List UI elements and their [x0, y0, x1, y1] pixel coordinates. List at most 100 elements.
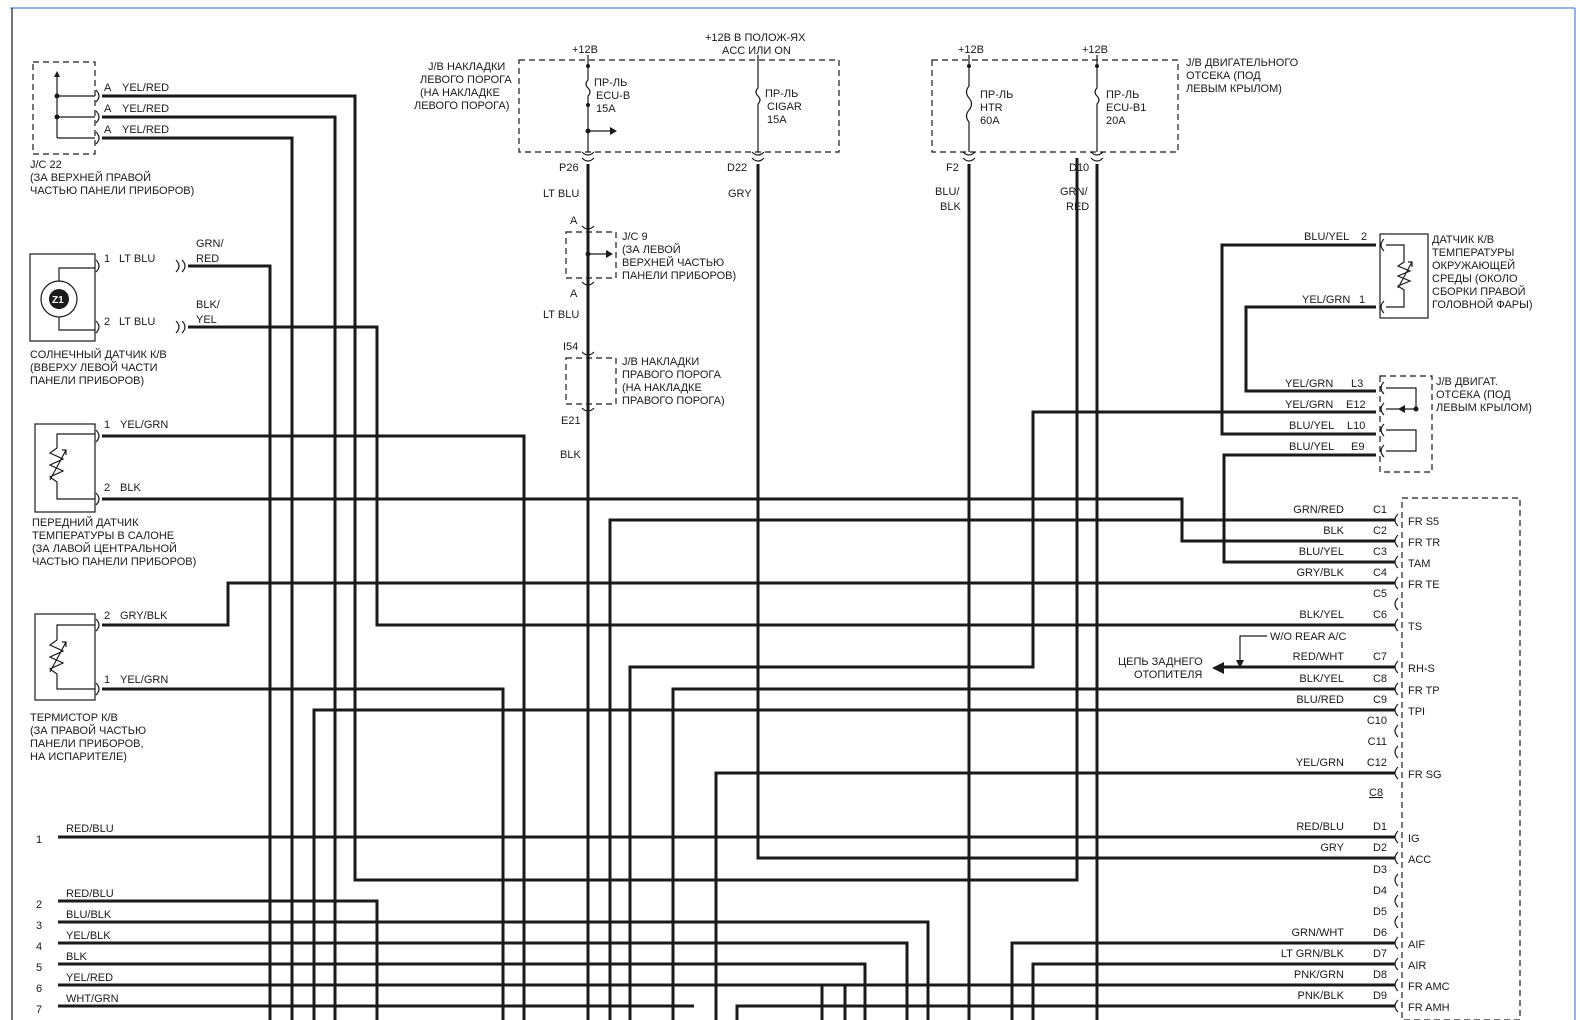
ecu-pin-wire-color: GRY/BLK	[1297, 567, 1345, 579]
branch-arrow-icon	[1236, 660, 1244, 668]
jb-left-desc-1: ЛЕВОГО ПОРОГА	[420, 74, 512, 86]
ecu-pin-wire-color: RED/BLU	[1296, 821, 1344, 833]
harness-pin-4: 4	[36, 941, 42, 953]
ecu-pin-number: D3	[1373, 864, 1387, 876]
evap-desc-2: ПАНЕЛИ ПРИБОРОВ,	[30, 738, 144, 750]
rear-heater-arrow-icon	[1212, 662, 1224, 674]
evap-thermistor-leads	[56, 624, 95, 690]
jbe2-title: J/B ДВИГАТ.	[1436, 376, 1498, 388]
wire-harness-4	[58, 941, 909, 1020]
wo-rear-ac: W/O REAR A/C	[1270, 631, 1346, 643]
jbe2-wire-2: YEL/GRN	[1285, 399, 1333, 411]
ambient-desc-5: ГОЛОВНОЙ ФАРЫ)	[1432, 298, 1533, 311]
fuse-htr-name: HTR	[980, 102, 1003, 114]
wire-harness-6	[58, 983, 847, 1020]
ecu-pin-wire-color: BLK/YEL	[1299, 673, 1344, 685]
fuse-cigar-rating: 15A	[767, 114, 787, 126]
ecu-pin-terminal	[1394, 957, 1399, 971]
fuse-ecub-title: ПР-ЛЬ	[594, 77, 627, 89]
ecu-pin-wire-color: BLK/YEL	[1299, 609, 1344, 621]
ambient-desc-4: СБОРКИ ПРАВОЙ	[1432, 285, 1526, 298]
jb-right-desc-2: (НА НАКЛАДКЕ	[622, 382, 702, 394]
ecu-pin-wire-color: PNK/GRN	[1294, 969, 1344, 981]
harness-wire-5: BLK	[66, 951, 87, 963]
ecu-pin-terminal	[1394, 703, 1399, 717]
fuse-cigar-name: CIGAR	[767, 101, 802, 113]
ecu-pin-number: C11	[1368, 736, 1387, 748]
harness-wire-3: BLU/BLK	[66, 909, 112, 921]
rear-heater-title: ЦЕПЬ ЗАДНЕГО	[1118, 656, 1203, 668]
solar-desc-2: ПАНЕЛИ ПРИБОРОВ)	[30, 375, 144, 387]
fuse-ecub1-rating: 20A	[1106, 115, 1126, 127]
jc22-bus	[56, 75, 95, 139]
solar-sensor-symbol: Z1	[52, 295, 64, 306]
wire-solar-2	[188, 325, 1395, 627]
jc9-arrow-icon	[606, 250, 613, 258]
node	[1413, 406, 1419, 412]
solar-sensor-core	[49, 289, 69, 309]
jb-engine-terminals	[962, 151, 1104, 162]
ambient-desc-1: ТЕМПЕРАТУРЫ	[1432, 247, 1514, 259]
room-title: ПЕРЕДНИЙ ДАТЧИК	[32, 516, 139, 529]
ecu-pin-function: AIR	[1408, 960, 1426, 972]
solar-wire-2: LT BLU	[119, 316, 155, 328]
ecu-pin-terminal	[1394, 915, 1399, 929]
ecu-pin-number: D1	[1373, 821, 1387, 833]
ecu-pin-terminal	[1394, 724, 1399, 738]
jc9-pin-a2: A	[570, 288, 578, 300]
room-wire-2: BLK	[120, 482, 141, 494]
ecu-pin-wire-color: GRY	[1320, 842, 1344, 854]
ecu-pin-wire-color: YEL/GRN	[1296, 757, 1344, 769]
harness-pin-6: 6	[36, 983, 42, 995]
ambient-desc-2: ОКРУЖАЮЩЕЙ	[1432, 259, 1515, 272]
wire-ltgrnblk-d7	[1031, 962, 1395, 1020]
solar-color-2b: YEL	[196, 314, 217, 326]
power-acc-label-1: +12В В ПОЛОЖ-ЯХ	[705, 32, 806, 44]
room-sensor-thermistor-icon	[48, 440, 67, 494]
ecu-pin-number: D6	[1373, 927, 1387, 939]
jc9-title: J/C 9	[622, 231, 648, 243]
room-pin-1: 1	[104, 419, 110, 431]
ecu-pin-terminal	[1394, 936, 1399, 950]
ambient-thermistor-icon	[1396, 250, 1413, 302]
jc22-node	[54, 93, 60, 99]
jbe2-desc-1: ОТСЕКА (ПОД	[1436, 389, 1511, 401]
ambient-terminals	[1380, 238, 1385, 314]
jc9-box	[565, 231, 617, 279]
room-desc-2: (ЗА ЛАВОЙ ЦЕНТРАЛЬНОЙ	[32, 542, 177, 555]
wire-solar-1	[188, 264, 272, 1020]
ecu-pin-number: C9	[1373, 694, 1387, 706]
harness-wire-6: YEL/RED	[66, 972, 113, 984]
wire-ltblu-2: LT BLU	[543, 309, 579, 321]
evap-desc-1: (ЗА ПРАВОЙ ЧАСТЬЮ	[30, 724, 146, 737]
room-wire-1: YEL/GRN	[120, 419, 168, 431]
room-sensor-leads	[56, 433, 95, 500]
evap-wire-1: YEL/GRN	[120, 674, 168, 686]
node	[585, 128, 591, 134]
wire-ltblu-1: LT BLU	[543, 188, 579, 200]
room-sensor-terminals	[95, 429, 100, 506]
fuse-htr-rating: 60A	[980, 115, 1000, 127]
solar-wire-1: LT BLU	[119, 253, 155, 265]
evap-thermistor-box	[34, 613, 96, 701]
wire-harness-5	[58, 962, 867, 1020]
room-desc-3: ЧАСТЬЮ ПАНЕЛИ ПРИБОРОВ)	[32, 556, 196, 568]
ecu-pin-terminal	[1394, 534, 1399, 548]
ecu-pin-wire-color: BLU/YEL	[1299, 546, 1344, 558]
jb-engine-fuses	[965, 55, 1100, 152]
fuse-ecub1-name: ECU-B1	[1106, 102, 1146, 114]
ecu-pin-wire-color: LT GRN/BLK	[1281, 948, 1345, 960]
wire-bluyel-e9	[1222, 453, 1395, 564]
ecu-pin-terminal	[1394, 830, 1399, 844]
jc22-desc-1: (ЗА ВЕРХНЕЙ ПРАВОЙ	[30, 171, 151, 184]
solar-connectors	[95, 259, 186, 334]
wire-blublk-a: BLU/	[935, 186, 960, 198]
ecu-pin-terminal	[1394, 978, 1399, 992]
rear-heater-desc: ОТОПИТЕЛЯ	[1134, 669, 1202, 681]
jb-engine-box	[931, 59, 1179, 153]
ambient-pin-2: 2	[1361, 231, 1367, 243]
jb-engine-title: J/B ДВИГАТЕЛЬНОГО	[1186, 57, 1299, 69]
ecu-pin-wire-color: BLU/RED	[1296, 694, 1344, 706]
jc22-wire-2: YEL/RED	[122, 103, 169, 115]
harness-pin-2: 2	[36, 899, 42, 911]
